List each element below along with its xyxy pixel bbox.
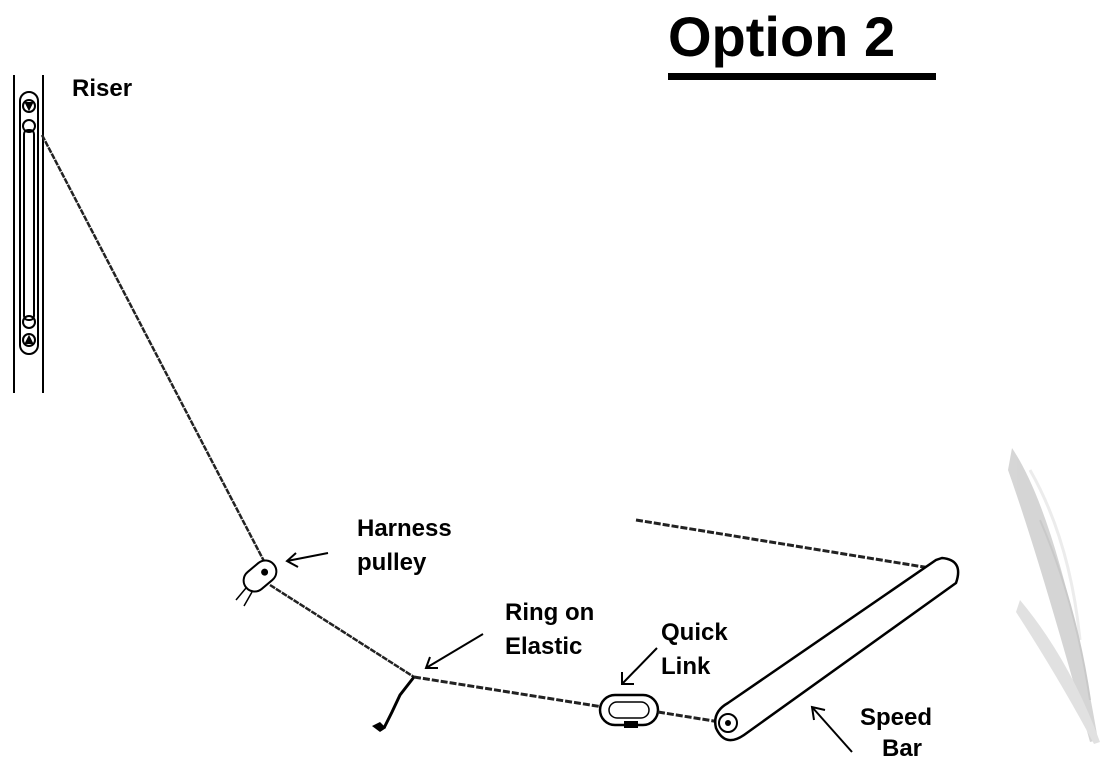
- diagram-title: Option 2: [668, 5, 896, 68]
- speed-line-middle: [269, 583, 415, 679]
- harness-pulley-label-line1: Harness: [357, 515, 452, 542]
- quick-link-label-line1: Quick: [661, 619, 728, 646]
- arrow-quick-link: [621, 647, 658, 685]
- speed-bar-label-line2: Bar: [882, 735, 923, 762]
- arrow-ring: [424, 633, 484, 669]
- ring-label-line2: Elastic: [505, 633, 583, 660]
- arrow-harness-pulley: [285, 552, 329, 568]
- quick-link-label-line2: Link: [661, 653, 711, 680]
- watermark-feather: [1008, 448, 1100, 744]
- speed-bar-label-line1: Speed: [860, 704, 933, 731]
- speed-line-to-bar: [657, 710, 721, 724]
- speed-line-lower: [413, 675, 604, 709]
- harness-pulley: [235, 559, 278, 607]
- arrow-speed-bar: [810, 705, 853, 753]
- harness-pulley-label-line2: pulley: [357, 549, 427, 576]
- ring-label-line1: Ring on: [505, 599, 595, 626]
- speed-bar: [714, 556, 960, 742]
- speed-line-upper: [40, 134, 268, 566]
- riser-buckle: [19, 91, 39, 355]
- elastic-ring: [372, 676, 416, 732]
- riser-label: Riser: [72, 75, 133, 102]
- riser-strap: [13, 75, 44, 393]
- quick-link: [598, 693, 660, 728]
- title-underline: [668, 73, 936, 80]
- bar-line-upper: [635, 518, 931, 570]
